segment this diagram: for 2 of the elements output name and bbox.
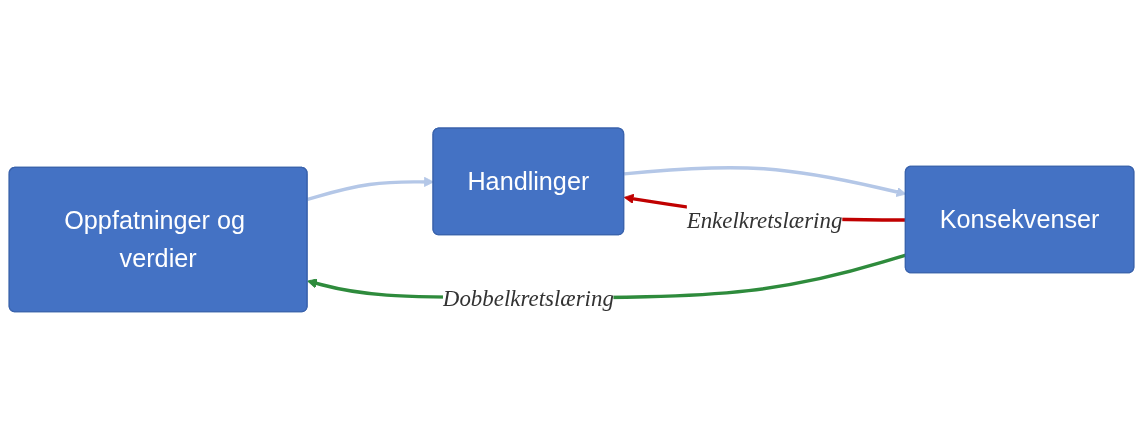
- edge-label: Enkelkretslæring: [686, 206, 843, 233]
- edge-label: Dobbelkretslæring: [442, 285, 614, 311]
